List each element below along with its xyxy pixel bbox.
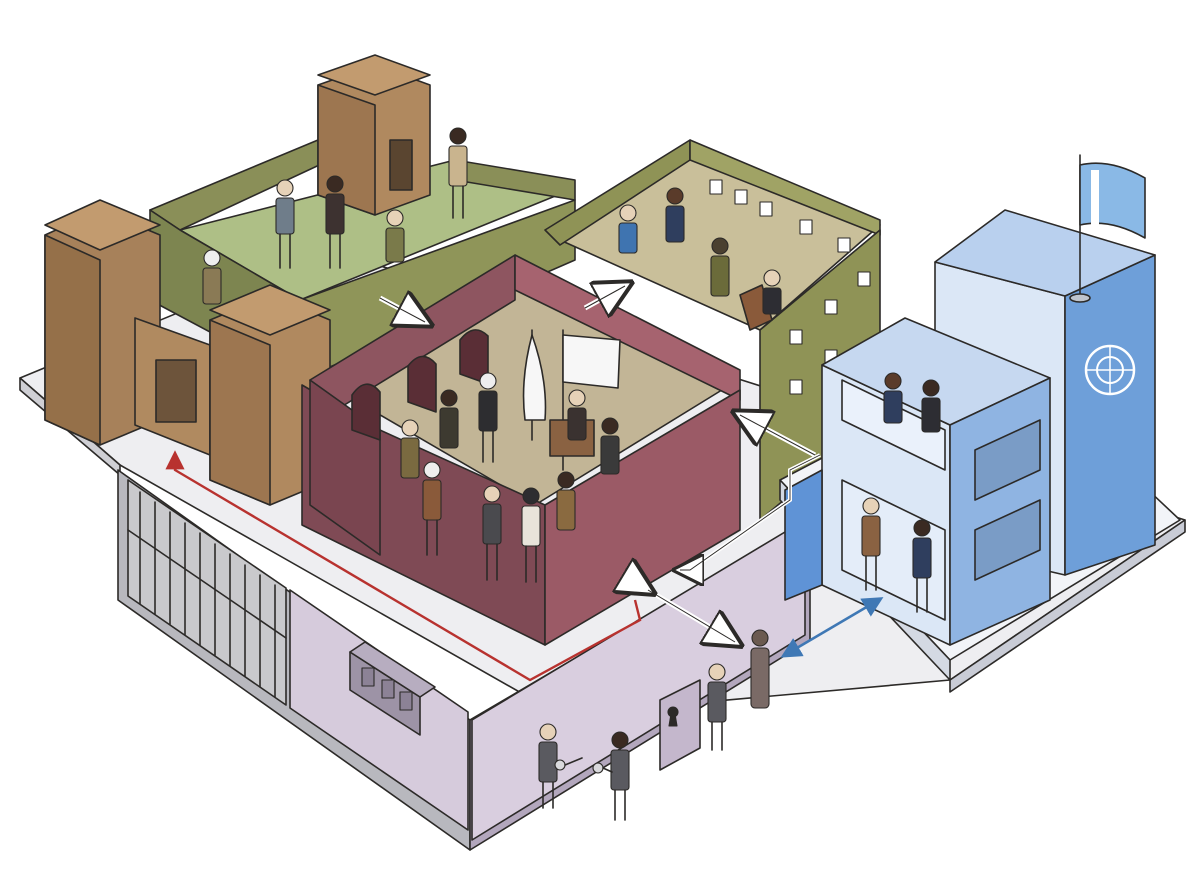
un-flag-icon (1069, 154, 1146, 303)
un-window (974, 419, 1041, 501)
white-flag-icon (522, 329, 621, 471)
staff-figure (762, 269, 782, 315)
safe-cabinet-icon (349, 641, 436, 736)
un-tower-right (1064, 254, 1156, 576)
key-icon (554, 757, 583, 771)
guard-figure (448, 127, 468, 219)
negotiator-figure (400, 419, 420, 479)
un-balcony (841, 379, 946, 471)
un-headquarters (779, 154, 1181, 681)
keyhole-door-icon (659, 679, 701, 771)
office-windows (709, 179, 871, 395)
fortress (44, 54, 576, 506)
un-tower-top (934, 209, 1156, 297)
guard-figure (385, 209, 405, 263)
un-staff-figure (921, 379, 941, 433)
key-icon (592, 762, 613, 774)
negotiator-figure (439, 389, 459, 449)
negotiator-figure (478, 372, 498, 463)
un-emblem-icon (1084, 344, 1136, 396)
un-window (974, 499, 1041, 581)
fortress-gate (155, 359, 197, 423)
un-ground-opening (841, 479, 946, 621)
staff-figure (710, 237, 730, 297)
staff-figure (618, 204, 638, 254)
arrow-red-prison-route (165, 450, 642, 682)
fortress-tower-left (44, 199, 161, 446)
arrow-blue-un-to-basement (780, 597, 884, 658)
un-staff-figure (912, 519, 932, 613)
veiled-figure (750, 629, 770, 709)
office-room (544, 139, 881, 521)
negotiator-figure (567, 389, 587, 441)
flow-arrows (165, 286, 884, 682)
negotiator-figure (556, 471, 576, 531)
negotiation-front-right-wall (544, 389, 741, 646)
guard-figure (275, 179, 295, 269)
guard-figure (202, 249, 222, 305)
negotiator-figure (422, 461, 442, 556)
prison-cell-interior (127, 479, 287, 706)
staff-figure (665, 187, 685, 243)
negotiator-figure (521, 487, 541, 583)
negotiator-figure (600, 417, 620, 475)
slab-right-side (949, 519, 1186, 693)
key-holder-figure (610, 731, 630, 821)
fortress-tower-front (209, 284, 331, 506)
un-staff-figure (861, 497, 881, 591)
fortress-tower-rear (317, 54, 431, 216)
un-side-wing (784, 469, 823, 601)
un-staff-figure (883, 372, 903, 424)
guard-at-door-figure (707, 663, 727, 751)
prison-bars-icon (127, 491, 287, 698)
negotiator-figure (482, 485, 502, 581)
arched-windows (351, 329, 489, 441)
guard-figure (325, 175, 345, 269)
